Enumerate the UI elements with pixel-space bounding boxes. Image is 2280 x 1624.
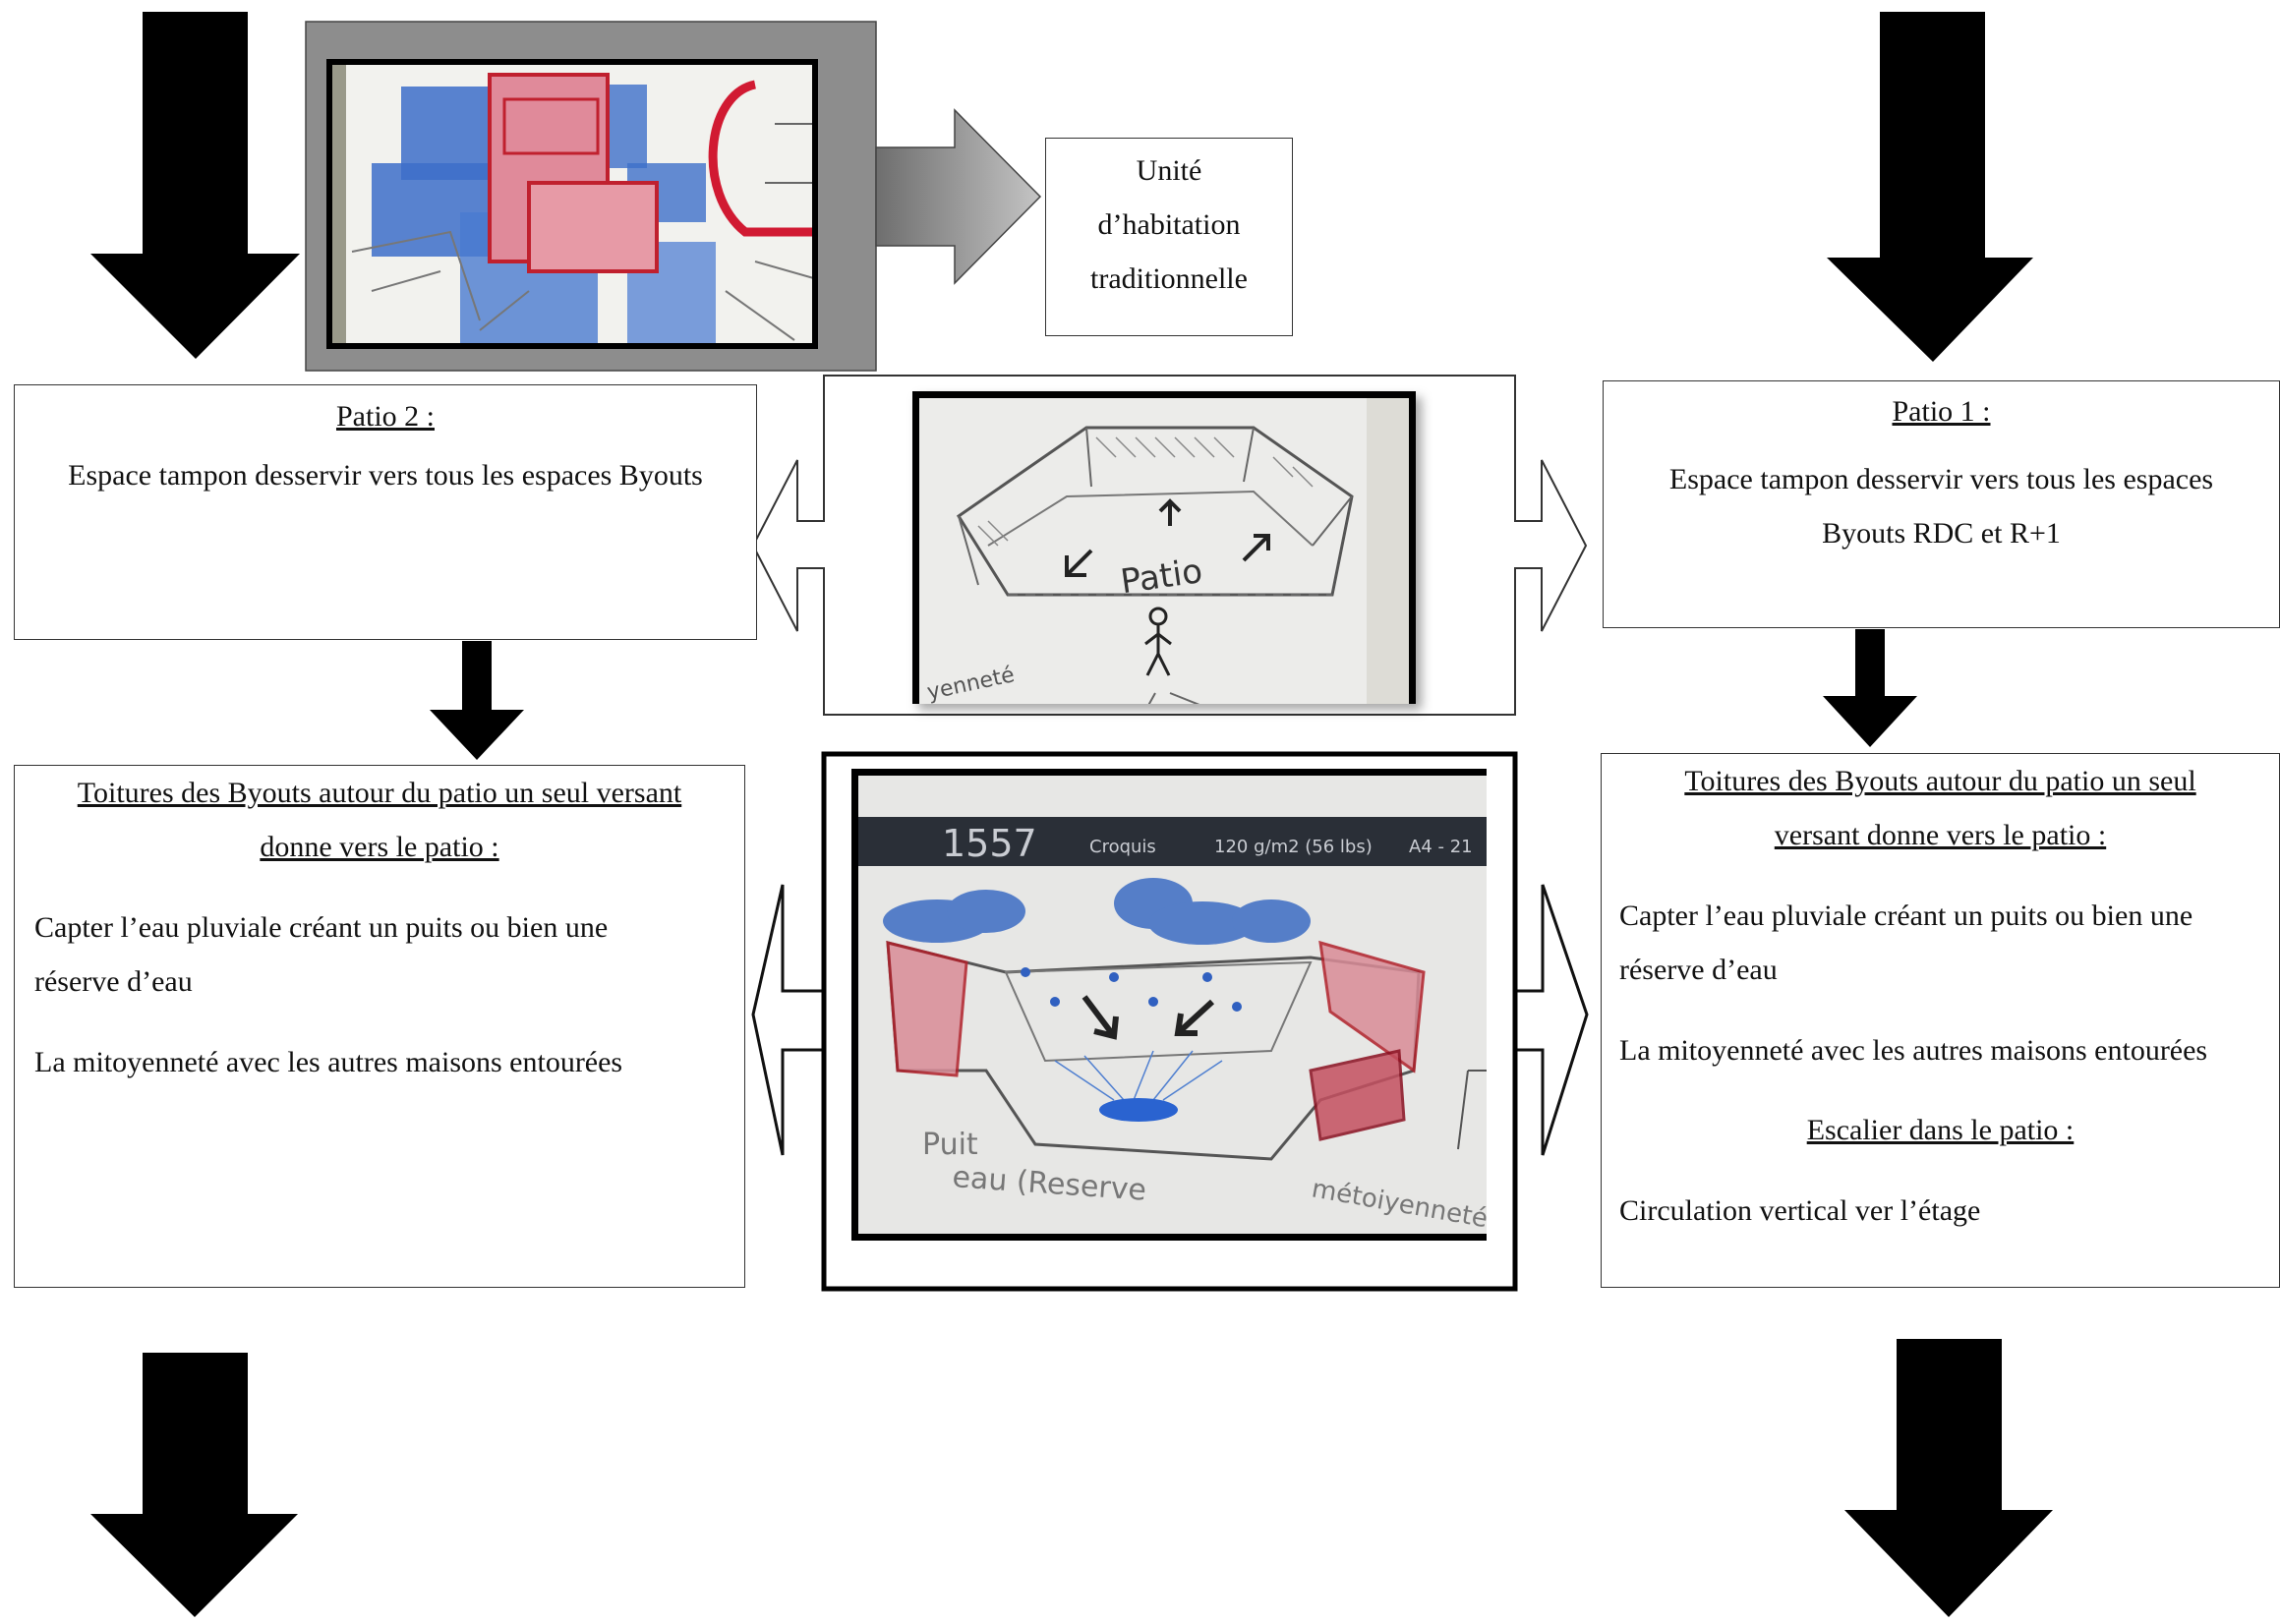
down-arrow-bottom-left <box>90 1353 298 1617</box>
patio-1-box: Patio 1 : Espace tampon desservir vers t… <box>1603 380 2280 628</box>
patio-2-body: Espace tampon desservir vers tous les es… <box>68 459 703 492</box>
patio-1-body-line-1: Espace tampon desservir vers tous les es… <box>1668 463 2214 495</box>
roof-sketch-label-well: Puit <box>922 1128 978 1162</box>
left-roof-para1-line-1: Capter l’eau pluviale créant un puits ou… <box>34 911 609 944</box>
left-roof-title-line-1: Toitures des Byouts autour du patio un s… <box>77 777 682 809</box>
down-arrow-top-right <box>1827 12 2033 362</box>
patio-2-title: Patio 2 : <box>335 400 435 433</box>
right-roof-title-line-1: Toitures des Byouts autour du patio un s… <box>1684 765 2196 797</box>
gray-right-arrow <box>875 108 1042 285</box>
traditional-housing-unit-box: Unité d’habitation traditionnelle <box>1045 138 1293 336</box>
right-roof-para1-line-1: Capter l’eau pluviale créant un puits ou… <box>1619 899 2193 932</box>
patio-2-box: Patio 2 : Espace tampon desservir vers t… <box>14 384 757 640</box>
right-roof-stair-title: Escalier dans le patio : <box>1806 1114 2075 1146</box>
down-arrow-patio1 <box>1823 629 1917 747</box>
right-roof-box: Toitures des Byouts autour du patio un s… <box>1601 753 2280 1288</box>
left-roof-para2: La mitoyenneté avec les autres maisons e… <box>34 1046 623 1078</box>
right-roof-title-line-2: versant donne vers le patio : <box>1774 819 2107 851</box>
left-roof-box: Toitures des Byouts autour du patio un s… <box>14 765 745 1288</box>
floor-plan-sketch-photo <box>326 59 818 349</box>
sketchbook-number: 1557 <box>942 822 1037 865</box>
right-roof-stair-body: Circulation vertical ver l’étage <box>1619 1194 1981 1227</box>
unit-line-3: traditionnelle <box>1090 262 1248 295</box>
patio-sketch: Patio yenneté <box>919 398 1409 704</box>
sketchbook-label: Croquis <box>1089 837 1156 857</box>
roof-rainwater-sketch: 1557 Croquis 120 g/m2 (56 lbs) A4 - 21 <box>858 776 1487 1234</box>
sketchbook-weight: 120 g/m2 (56 lbs) <box>1214 837 1373 857</box>
left-roof-title-line-2: donne vers le patio : <box>260 831 499 863</box>
floor-plan-sketch <box>332 65 812 343</box>
left-roof-para1-line-2: réserve d’eau <box>34 965 193 998</box>
sketchbook-format: A4 - 21 <box>1409 837 1473 857</box>
patio-1-title: Patio 1 : <box>1892 395 1991 428</box>
roof-rainwater-sketch-photo: 1557 Croquis 120 g/m2 (56 lbs) A4 - 21 <box>851 769 1487 1241</box>
patio-1-body-line-2: Byouts RDC et R+1 <box>1822 517 2061 550</box>
down-arrow-top-left <box>90 12 300 359</box>
unit-line-1: Unité <box>1136 154 1202 187</box>
unit-line-2: d’habitation <box>1097 208 1241 241</box>
right-roof-para2: La mitoyenneté avec les autres maisons e… <box>1619 1034 2208 1067</box>
right-roof-para1-line-2: réserve d’eau <box>1619 954 1778 986</box>
patio-sketch-photo: Patio yenneté <box>912 391 1416 704</box>
down-arrow-patio2 <box>430 641 524 760</box>
down-arrow-bottom-right <box>1844 1339 2053 1617</box>
